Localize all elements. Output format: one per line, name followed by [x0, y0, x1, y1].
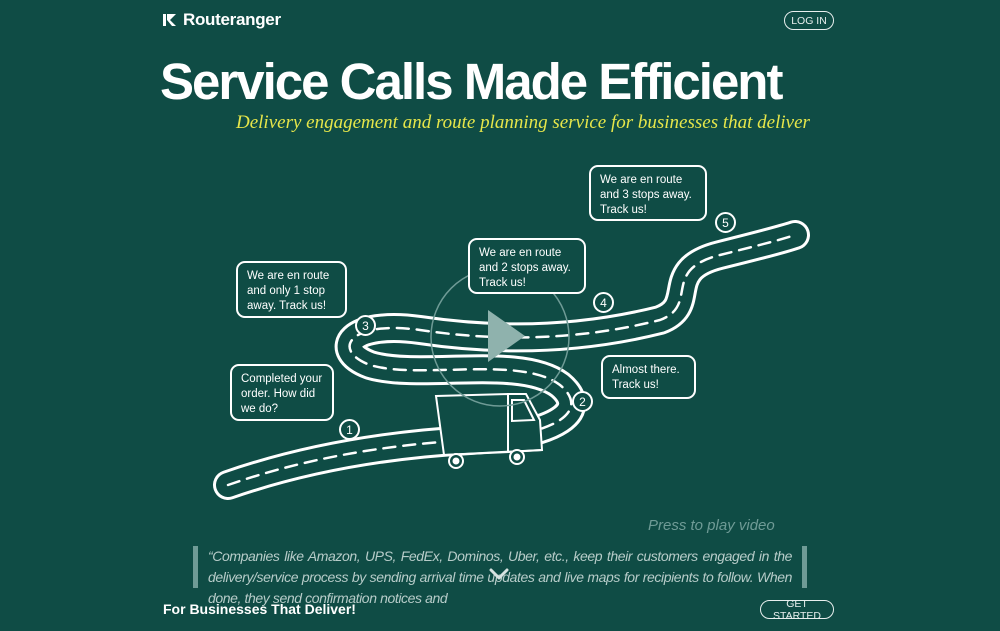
footer-tagline: For Businesses That Deliver!: [163, 601, 356, 617]
page-title: Service Calls Made Efficient: [160, 53, 783, 110]
chevron-down-icon[interactable]: [489, 567, 509, 581]
step-badge-1: 1: [339, 419, 360, 440]
bubble-step-2: Almost there. Track us!: [601, 355, 696, 399]
play-video-hint[interactable]: Press to play video: [648, 517, 775, 534]
get-started-button[interactable]: GET STARTED: [760, 598, 834, 622]
brand-logo[interactable]: Routeranger: [163, 10, 281, 30]
brand-name: Routeranger: [183, 10, 281, 29]
step-badge-2: 2: [572, 391, 593, 412]
truck-icon: [434, 392, 544, 469]
step-badge-3: 3: [355, 315, 376, 336]
bubble-step-4: We are en route and 2 stops away. Track …: [468, 238, 586, 294]
logo-icon: [163, 14, 176, 26]
step-badge-5: 5: [715, 212, 736, 233]
login-button[interactable]: LOG IN: [784, 11, 834, 30]
bubble-step-5: We are en route and 3 stops away. Track …: [589, 165, 707, 221]
bubble-step-1: Completed your order. How did we do?: [230, 364, 334, 421]
page-subtitle: Delivery engagement and route planning s…: [236, 112, 810, 133]
bubble-step-3: We are en route and only 1 stop away. Tr…: [236, 261, 347, 318]
step-badge-4: 4: [593, 292, 614, 313]
play-icon: [488, 310, 525, 362]
